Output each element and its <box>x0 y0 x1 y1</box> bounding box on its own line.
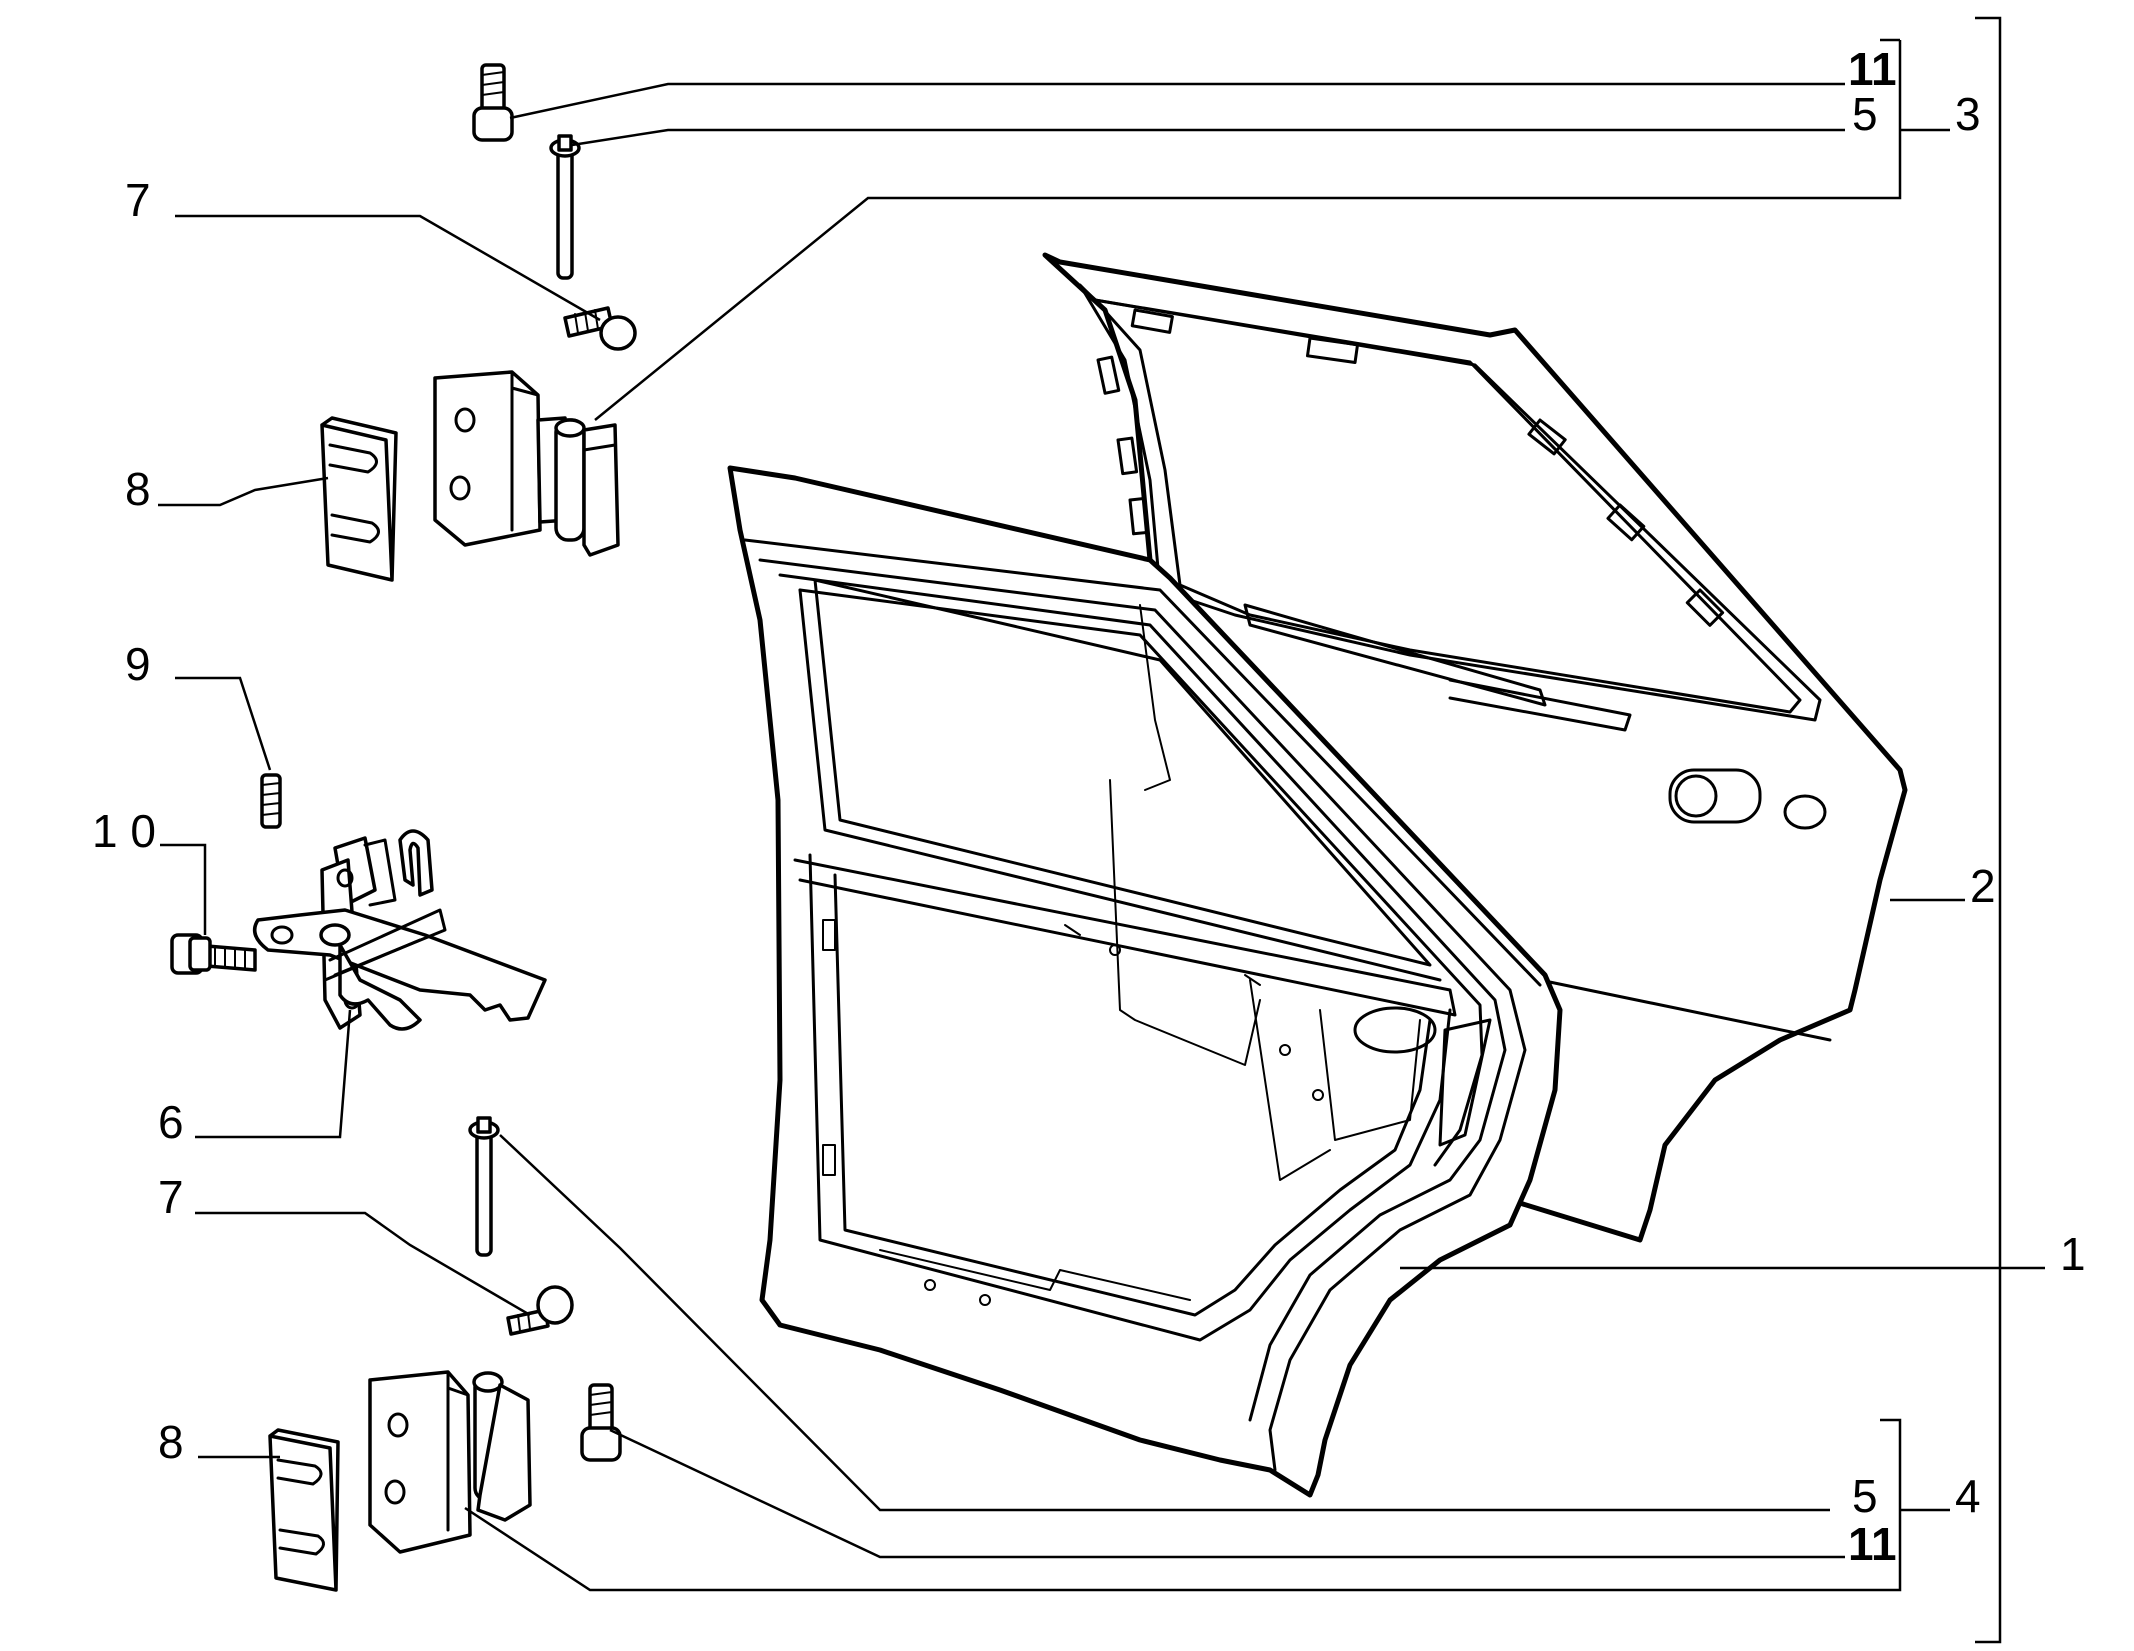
bottom-hinge-shim-8 <box>268 1428 340 1592</box>
window-glass-clips <box>1096 308 1725 627</box>
callout-5-top: 5 <box>1852 88 1878 140</box>
door-check-strap-assembly <box>170 773 547 1031</box>
callout-11-top: 11 <box>1848 43 1897 95</box>
top-hinge-bolt-11 <box>472 63 514 142</box>
callout-6: 6 <box>158 1096 184 1148</box>
bottom-hinge-body-4 <box>368 1370 532 1554</box>
check-bolt-10 <box>170 933 257 975</box>
top-hinge-assembly <box>320 63 637 582</box>
top-hinge-screw-7 <box>563 306 637 351</box>
bottom-hinge-screw-7 <box>506 1285 574 1336</box>
callout-2: 2 <box>1970 860 1996 912</box>
callout-5-bottom: 5 <box>1852 1470 1878 1522</box>
top-hinge-shim-8 <box>320 416 398 582</box>
callout-8-bottom: 8 <box>158 1416 184 1468</box>
check-spring-pin-9 <box>260 773 282 829</box>
top-hinge-body-3 <box>433 370 620 557</box>
outer-door-handle-recess <box>1668 768 1827 830</box>
door-check-strap-6 <box>252 829 547 1031</box>
callout-10: 1 0 <box>92 805 156 857</box>
callout-7-top: 7 <box>125 174 151 226</box>
callout-9: 9 <box>125 638 151 690</box>
bottom-hinge-assembly <box>268 1116 622 1592</box>
top-hinge-pin-5 <box>549 134 581 280</box>
callout-3: 3 <box>1955 88 1981 140</box>
callout-7-bottom: 7 <box>158 1171 184 1223</box>
inner-door-frame <box>727 465 1563 1498</box>
callout-11-bottom: 11 <box>1848 1518 1897 1570</box>
callout-labels: 11 5 3 7 8 9 1 0 6 7 8 2 1 5 11 4 <box>92 43 2086 1570</box>
callout-1: 1 <box>2060 1228 2086 1280</box>
bottom-hinge-bolt-11 <box>580 1383 622 1462</box>
callout-8-top: 8 <box>125 463 151 515</box>
bottom-hinge-pin-5 <box>468 1116 500 1257</box>
callout-4: 4 <box>1955 1470 1981 1522</box>
leader-lines <box>158 16 2045 1644</box>
